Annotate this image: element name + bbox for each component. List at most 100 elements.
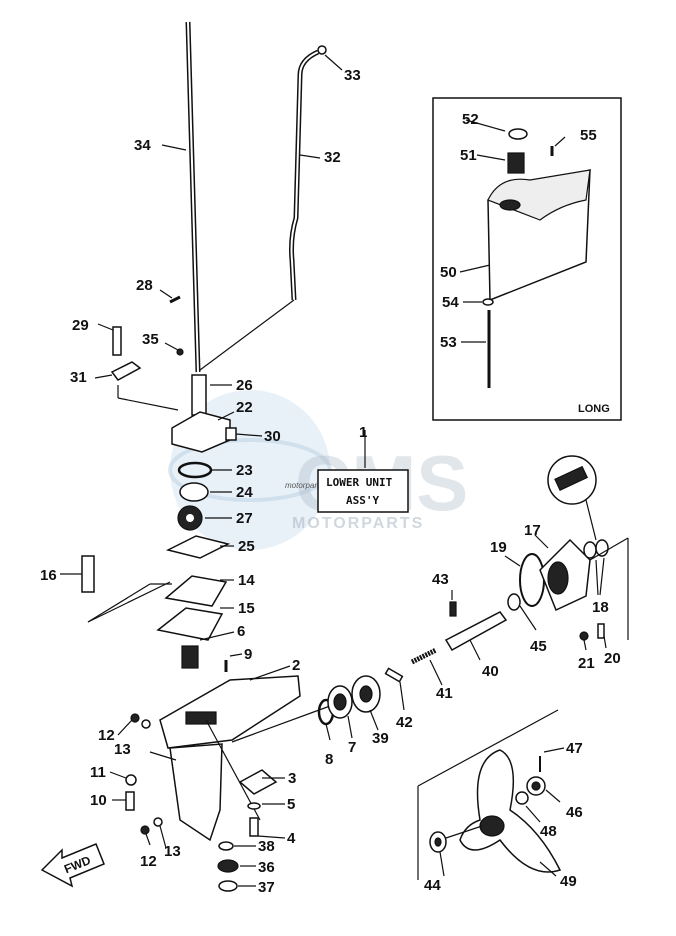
part-11-washer — [125, 774, 137, 786]
fwd-arrow-shape — [40, 843, 105, 888]
part-36-plug — [217, 859, 239, 873]
inset-frame — [432, 97, 622, 421]
watermark-subtitle: MOTORPARTS — [292, 515, 424, 532]
part-26-sleeve — [191, 374, 207, 416]
part-40-shaft — [444, 611, 508, 652]
part-20-bolt — [597, 623, 605, 639]
part-27-impeller — [177, 505, 203, 531]
assembly-label-box — [317, 469, 409, 513]
part-30-pin — [225, 427, 237, 441]
callout-22: 22 — [236, 399, 253, 416]
part-16-bolt — [60, 555, 95, 593]
part-5-washer — [247, 802, 261, 810]
part-42-pin — [384, 667, 404, 683]
callout-2: 2 — [292, 657, 300, 674]
callout-32: 32 — [324, 149, 341, 166]
callout-30: 30 — [264, 428, 281, 445]
callout-20: 20 — [604, 650, 621, 667]
assembly-label: LOWER UNIT ASS'Y — [317, 430, 409, 513]
callout-48: 48 — [540, 823, 557, 840]
callout-13-lower: 13 — [164, 843, 181, 860]
part-31-lever — [110, 361, 142, 381]
part-48-washer — [515, 791, 529, 805]
callout-55: 55 — [580, 127, 597, 144]
callout-35: 35 — [142, 331, 159, 348]
callout-5: 5 — [287, 796, 295, 813]
part-49-propeller — [459, 749, 562, 873]
callout-45: 45 — [530, 638, 547, 655]
assembly-label-line2: ASS'Y — [346, 494, 379, 507]
callout-41: 41 — [436, 685, 453, 702]
callout-51: 51 — [460, 147, 477, 164]
callout-13: 13 — [114, 741, 131, 758]
part-38-washer — [218, 841, 234, 851]
callout-33: 33 — [344, 67, 361, 84]
housing-fasteners — [109, 713, 167, 849]
callout-31: 31 — [70, 369, 87, 386]
callout-37: 37 — [258, 879, 275, 896]
callout-numbers: 1 2 3 4 5 6 7 8 9 10 11 12 13 14 15 16 1… — [40, 67, 621, 896]
part-24-liner — [179, 482, 209, 502]
callout-10: 10 — [90, 792, 107, 809]
forward-direction-arrow: FWD — [40, 843, 105, 888]
part-14-gasket — [164, 575, 228, 607]
callout-29: 29 — [72, 317, 89, 334]
callout-12-lower: 12 — [140, 853, 157, 870]
callout-8: 8 — [325, 751, 333, 768]
propeller-shaft-housing — [504, 455, 629, 651]
part-29-bolt — [112, 326, 122, 356]
callout-44: 44 — [424, 877, 441, 894]
part-13-washer-upper — [141, 719, 151, 729]
part-32-shift-rod — [289, 49, 320, 301]
callout-3: 3 — [288, 770, 296, 787]
part-12-screw-lower — [140, 825, 150, 835]
callout-47: 47 — [566, 740, 583, 757]
part-12-screw-upper — [130, 713, 140, 723]
callout-16: 16 — [40, 567, 57, 584]
callout-17: 17 — [524, 522, 541, 539]
pump-assembly — [87, 411, 263, 672]
propeller-assembly — [417, 709, 565, 880]
callout-1: 1 — [359, 424, 367, 441]
callout-53: 53 — [440, 334, 457, 351]
callout-9: 9 — [244, 646, 252, 663]
callout-4: 4 — [287, 830, 296, 847]
callout-27: 27 — [236, 510, 253, 527]
callout-24: 24 — [236, 484, 253, 501]
part-37-gasket — [218, 880, 238, 892]
callout-46: 46 — [566, 804, 583, 821]
anode-assembly — [238, 769, 286, 839]
callout-34: 34 — [134, 137, 151, 154]
plug-assembly — [217, 841, 256, 892]
shaft-assembly — [94, 21, 343, 416]
part-28-pin — [169, 295, 181, 304]
part-41-spring — [410, 647, 438, 665]
callout-21: 21 — [578, 655, 595, 672]
callout-6: 6 — [237, 623, 245, 640]
part-6-seal — [181, 645, 199, 669]
callout-40: 40 — [482, 663, 499, 680]
inset-label: LONG — [578, 403, 610, 415]
callout-15: 15 — [238, 600, 255, 617]
part-25-plate — [165, 535, 231, 559]
part-2-lower-casing — [149, 665, 331, 842]
callout-19: 19 — [490, 539, 507, 556]
part-33-clip — [317, 45, 327, 55]
part-51-spring — [507, 152, 525, 174]
part-4-bolt — [249, 817, 259, 837]
callout-52: 52 — [462, 111, 479, 128]
callout-23: 23 — [236, 462, 253, 479]
callout-39: 39 — [372, 730, 389, 747]
part-3-anode — [238, 769, 278, 795]
part-43-pin — [449, 601, 457, 617]
callout-12: 12 — [98, 727, 115, 744]
callout-49: 49 — [560, 873, 577, 890]
part-10-bolt — [125, 791, 135, 811]
callout-38: 38 — [258, 838, 275, 855]
callout-7: 7 — [348, 739, 356, 756]
part-54-washer — [482, 298, 494, 306]
callout-54: 54 — [442, 294, 459, 311]
part-45-washer — [507, 593, 521, 611]
part-13-washer-lower — [153, 817, 163, 827]
